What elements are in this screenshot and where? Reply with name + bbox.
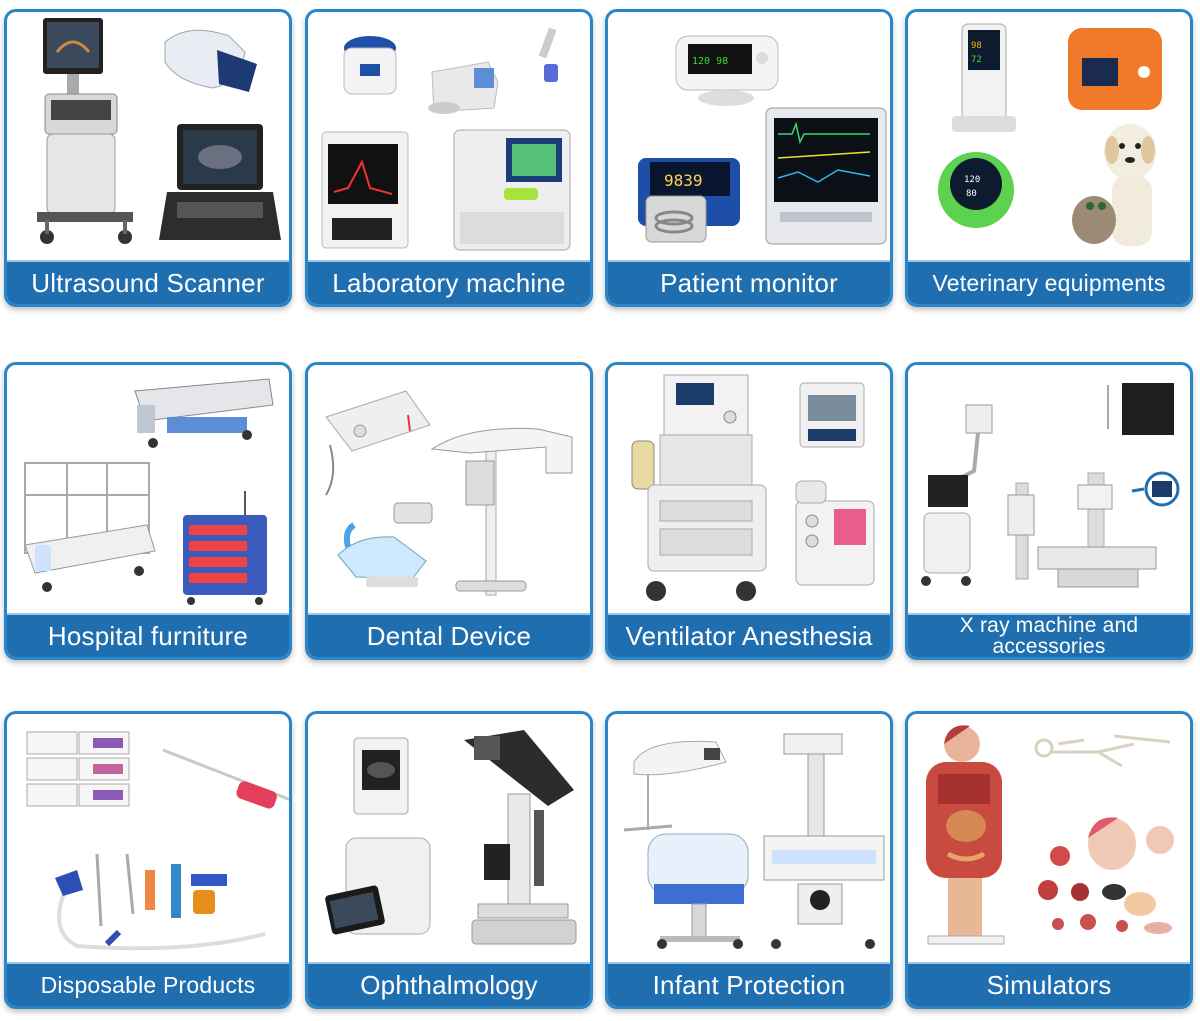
category-label: Patient monitor — [608, 260, 890, 304]
category-card-ventilator-anesthesia[interactable]: Ventilator Anesthesia — [605, 362, 893, 660]
category-card-ophthalmology[interactable]: Ophthalmology — [305, 711, 593, 1009]
category-card-ultrasound-scanner[interactable]: Ultrasound Scanner — [4, 9, 292, 307]
laboratory-machine-icon — [321, 27, 571, 251]
category-label: Veterinary equipments — [908, 260, 1190, 304]
category-label: Ultrasound Scanner — [7, 260, 289, 304]
disposable-products-icon — [26, 731, 289, 951]
category-label: Ophthalmology — [308, 962, 590, 1006]
category-label: Disposable Products — [7, 962, 289, 1006]
svg-text:120: 120 — [964, 175, 980, 185]
category-label: Dental Device — [308, 613, 590, 657]
svg-text:80: 80 — [966, 189, 977, 199]
category-card-dental-device[interactable]: Dental Device — [305, 362, 593, 660]
category-card-patient-monitor[interactable]: 120 98 9839 Patient monitor — [605, 9, 893, 307]
category-card-x-ray-machine[interactable]: X ray machine and accessories — [905, 362, 1193, 660]
hospital-furniture-icon — [24, 378, 274, 605]
category-label: Infant Protection — [608, 962, 890, 1006]
category-card-hospital-furniture[interactable]: Hospital furniture — [4, 362, 292, 660]
svg-text:9839: 9839 — [664, 171, 703, 190]
category-label: Ventilator Anesthesia — [608, 613, 890, 657]
ultrasound-scanner-icon — [37, 18, 281, 244]
category-label-line2: accessories — [992, 635, 1106, 658]
patient-monitor-icon: 120 98 9839 — [638, 35, 887, 245]
category-label-line1: X ray machine and — [959, 614, 1139, 637]
category-card-disposable-products[interactable]: Disposable Products — [4, 711, 292, 1009]
infant-protection-icon — [623, 733, 885, 949]
svg-text:98: 98 — [971, 41, 982, 51]
svg-text:72: 72 — [971, 55, 982, 65]
category-card-simulators[interactable]: Simulators — [905, 711, 1193, 1009]
category-label: X ray machine and accessories — [908, 613, 1190, 657]
ophthalmology-icon — [325, 730, 577, 945]
x-ray-machine-icon — [921, 383, 1180, 588]
dental-device-icon — [325, 390, 573, 596]
category-card-laboratory-machine[interactable]: Laboratory machine — [305, 9, 593, 307]
category-label: Laboratory machine — [308, 260, 590, 304]
category-label: Hospital furniture — [7, 613, 289, 657]
svg-text:120 98: 120 98 — [692, 56, 728, 67]
simulators-icon — [926, 725, 1174, 945]
category-card-veterinary-equipments[interactable]: 98 72 120 80 Veterinary equipments — [905, 9, 1193, 307]
category-card-infant-protection[interactable]: Infant Protection — [605, 711, 893, 1009]
veterinary-equipments-icon: 98 72 120 80 — [938, 23, 1162, 246]
ventilator-anesthesia-icon — [631, 374, 875, 601]
category-label: Simulators — [908, 962, 1190, 1006]
